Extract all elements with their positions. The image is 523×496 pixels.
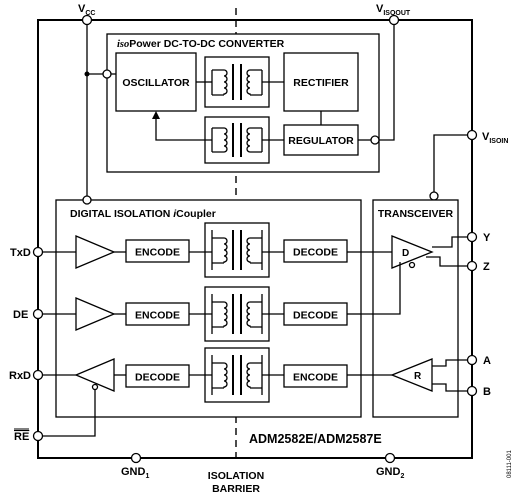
pin-a: A <box>466 354 491 367</box>
icoupler-block: DIGITAL ISOLATION iCoupler ENCODE DECODE <box>55 195 362 418</box>
gnd2-label: GND <box>376 466 401 478</box>
channel2-right-label: DECODE <box>293 310 338 322</box>
pin-visoout: VISOOUT <box>376 3 411 26</box>
regulator-label: REGULATOR <box>288 135 354 147</box>
vcc-sub: CC <box>85 10 95 17</box>
channel3-left-box <box>125 364 190 388</box>
pin-visoin: VISOIN <box>429 129 508 201</box>
pin-gnd1: GND1 <box>121 452 149 480</box>
transceiver-title: TRANSCEIVER <box>378 208 454 220</box>
channel-de: ENCODE DECODE <box>75 286 361 342</box>
svg-text:VISOOUT: VISOOUT <box>376 3 411 17</box>
power-transformer-icon <box>196 56 284 108</box>
channel1-right-box <box>283 239 348 263</box>
visoin-label: V <box>482 131 490 143</box>
power-converter-title: isoPower DC-TO-DC CONVERTER <box>117 38 285 50</box>
oscillator-label: OSCILLATOR <box>122 77 190 89</box>
gnd2-sub: 2 <box>400 473 404 480</box>
channel1-transformer-icon <box>204 222 270 278</box>
txd-label: TxD <box>10 247 31 259</box>
pin-y: Y <box>466 231 491 244</box>
driver-label: D <box>402 248 409 259</box>
icoupler-title: DIGITAL ISOLATION iCoupler <box>70 208 216 220</box>
re-label: RE <box>14 431 29 443</box>
gnd1-label: GND <box>121 466 146 478</box>
b-label: B <box>483 386 491 398</box>
channel3-left-label: DECODE <box>135 372 180 384</box>
a-label: A <box>483 355 491 367</box>
receiver-label: R <box>414 371 422 382</box>
svg-text:VISOIN: VISOIN <box>482 131 508 145</box>
channel1-right-label: DECODE <box>293 247 338 259</box>
channel3-right-label: ENCODE <box>293 372 338 384</box>
channel2-left-label: ENCODE <box>135 310 180 322</box>
arrow-up-icon <box>152 111 160 119</box>
figure-id: 08111-001 <box>507 450 513 478</box>
channel3-transformer-icon <box>204 347 270 403</box>
channel1-left-box <box>125 239 190 263</box>
pin-txd: TxD <box>10 246 76 259</box>
pin-z: Z <box>466 260 490 273</box>
visoout-sub: ISOOUT <box>383 10 411 17</box>
transceiver-block: TRANSCEIVER D R <box>361 199 467 418</box>
isolation-label: ISOLATION <box>208 470 264 482</box>
part-number: ADM2582E/ADM2587E <box>249 432 382 446</box>
channel-txd: ENCODE DECODE <box>75 222 361 278</box>
gnd1-sub: 1 <box>145 473 149 480</box>
visoin-sub: ISOIN <box>489 138 508 145</box>
channel1-left-label: ENCODE <box>135 247 180 259</box>
pin-b: B <box>466 385 491 398</box>
pin-re: RE <box>14 390 96 443</box>
channel-rxd: DECODE ENCODE <box>74 347 361 403</box>
svg-text:GND1: GND1 <box>121 466 149 480</box>
pin-gnd2: GND2 <box>376 452 404 480</box>
channel2-transformer-icon <box>204 286 270 342</box>
svg-text:GND2: GND2 <box>376 466 404 480</box>
barrier-label: BARRIER <box>212 483 260 495</box>
de-label: DE <box>13 309 28 321</box>
channel3-right-box <box>283 364 348 388</box>
y-label: Y <box>483 232 491 244</box>
pin-de: DE <box>13 308 76 321</box>
z-label: Z <box>483 261 490 273</box>
pin-rxd: RxD <box>9 369 76 382</box>
feedback-transformer-icon <box>204 116 270 164</box>
rectifier-label: RECTIFIER <box>293 77 349 89</box>
rxd-label: RxD <box>9 370 31 382</box>
power-converter: isoPower DC-TO-DC CONVERTER OSCILLATOR R… <box>84 25 395 173</box>
pin-vcc: VCC <box>78 3 95 200</box>
svg-text:VCC: VCC <box>78 3 95 17</box>
vcc-label: V <box>78 3 86 15</box>
receiver-icon <box>390 358 433 392</box>
visoout-label: V <box>376 3 384 15</box>
